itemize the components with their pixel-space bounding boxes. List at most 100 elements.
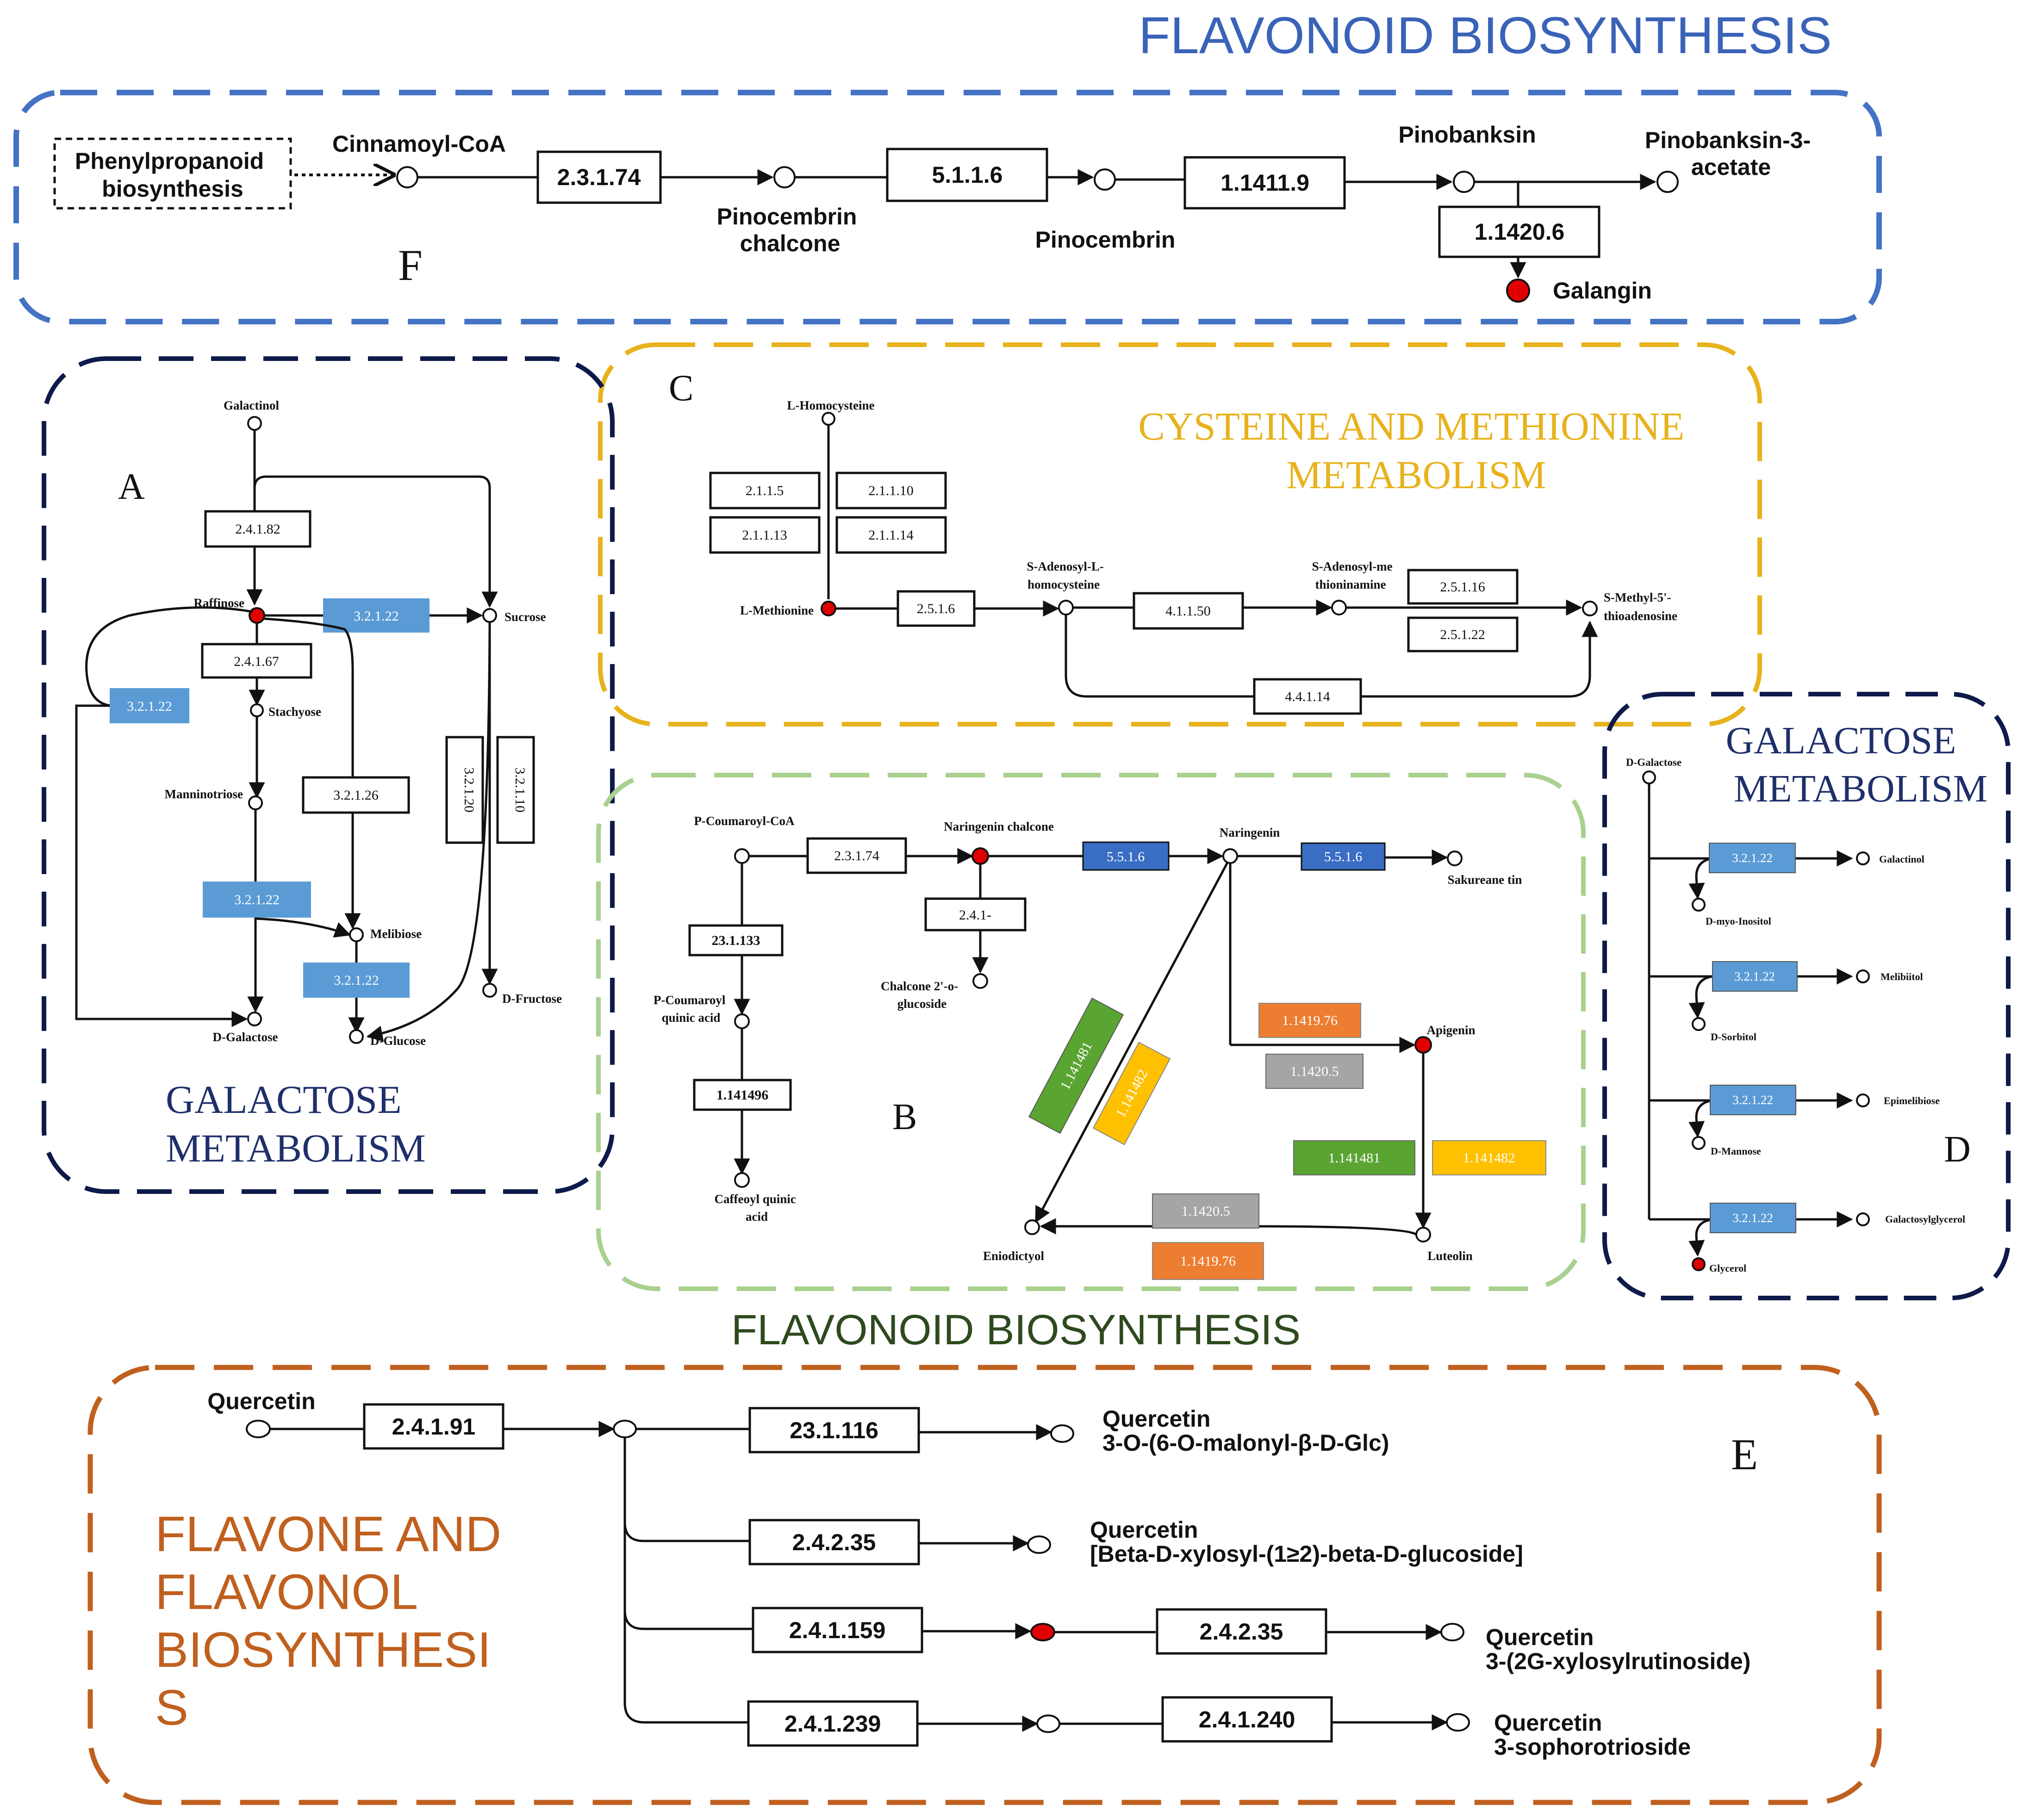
melibiitol-node — [1856, 969, 1870, 983]
q-xylosyl-label-1: Quercetin — [1090, 1517, 1198, 1543]
enzyme-label-2-5-1-16: 2.5.1.16 — [1440, 579, 1485, 595]
sakuranetin-label: Sakureane tin — [1448, 873, 1522, 887]
chalcone-glucoside-label-1: Chalcone 2'-o- — [881, 979, 958, 993]
sam-homocys-label-1: S-Adenosyl-L- — [1027, 559, 1104, 573]
d-fructose-label: D-Fructose — [502, 992, 562, 1006]
apigenin-label: Apigenin — [1426, 1023, 1475, 1037]
caffeoyl-label-1: Caffeoyl quinic — [714, 1192, 796, 1206]
panel-d-title-1: GALACTOSE — [1726, 719, 1956, 762]
panel-e-border — [87, 1365, 1882, 1805]
galactosylglycerol-label: Galactosylglycerol — [1885, 1213, 1965, 1225]
sucrose-a-label: Sucrose — [504, 610, 546, 624]
panel-f: FLAVONOID BIOSYNTHESIS F Phenylpropanoid… — [13, 6, 1882, 324]
enzyme-box-3-2-1-26 — [302, 776, 410, 814]
pinobanksin-acetate-node — [1656, 171, 1679, 193]
svg-text:Quercetin [Beta-D-xylosy: Quercetin [Beta-D-xylosyl-(1≥2)-beta-D-g… — [1090, 1517, 1523, 1567]
q-2g-intermediate-node — [1030, 1623, 1055, 1641]
q-sopho-node — [1446, 1713, 1470, 1732]
caffeoyl-label-2: acid — [746, 1210, 768, 1224]
enzyme-label-5-5-1-6-a: 5.5.1.6 — [1107, 849, 1145, 864]
homocysteine-label: L-Homocysteine — [787, 398, 875, 412]
sakuranetin-node — [1447, 851, 1463, 866]
enzyme-box-2-4-1-159 — [752, 1607, 923, 1653]
enzyme-box-2-5-1-6 — [897, 590, 976, 627]
enzyme-label-2-1-1-5: 2.1.1.5 — [746, 483, 784, 498]
galactinol-d-label: Galactinol — [1879, 853, 1924, 865]
svg-text:Chalcone 2'-o- glucoside: Chalcone 2'-o- glucoside — [881, 979, 961, 1011]
enzyme-label-d-3: 3.2.1.22 — [1732, 1093, 1773, 1107]
enzyme-box-1-1419-76-a — [1258, 1003, 1361, 1038]
manninotriose-node — [248, 795, 263, 810]
panel-b-title: FLAVONOID BIOSYNTHESIS — [731, 1306, 1301, 1354]
panel-d-border — [1602, 692, 2011, 1300]
enzyme-box-2-4-1-82 — [204, 510, 311, 548]
enzyme-box-d-4 — [1710, 1203, 1796, 1233]
quinic-label-2: quinic acid — [662, 1011, 721, 1025]
naringenin-node — [1222, 848, 1238, 864]
enzyme-box-2-1-1-14 — [835, 516, 947, 554]
mannose-label: D-Mannose — [1711, 1145, 1761, 1157]
enzyme-box-2-1-1-10 — [835, 472, 947, 509]
enzyme-box-d-1 — [1709, 843, 1796, 873]
panel-b: B FLAVONOID BIOSYNTHESIS P-Coumaroyl-CoA… — [596, 773, 1586, 1354]
pinobanksin-label: Pinobanksin — [1398, 122, 1536, 148]
enzyme-box-5-5-1-6-b — [1301, 842, 1386, 871]
pinocembrin-label: Pinocembrin — [1035, 227, 1176, 253]
panel-b-letter: B — [892, 1097, 917, 1137]
eriodictyol-node — [1024, 1219, 1040, 1235]
svg-text:S-Methyl-5'- thioadenosi: S-Methyl-5'- thioadenosine — [1604, 590, 1677, 623]
panel-a-border — [42, 356, 615, 1194]
enzyme-label-1-141496: 1.141496 — [716, 1087, 769, 1103]
svg-text:Caffeoyl quinic acid: Caffeoyl quinic acid — [714, 1192, 799, 1224]
enzyme-box-2-4-2-35-a — [748, 1519, 920, 1565]
epimelibiose-node — [1856, 1093, 1870, 1107]
d-galactose-d-label: D-Galactose — [1626, 757, 1681, 768]
enzyme-label-2-1-1-13: 2.1.1.13 — [742, 528, 787, 543]
phenylpropanoid-label-2: biosynthesis — [102, 176, 243, 202]
enzyme-label-d-2: 3.2.1.22 — [1734, 969, 1775, 983]
enzyme-box-1-141481 — [1293, 1140, 1415, 1175]
enzyme-box-1-1411-9 — [1183, 156, 1346, 210]
glycerol-label: Glycerol — [1709, 1262, 1746, 1274]
svg-text:Pinobanksin-3- acetate: Pinobanksin-3- acetate — [1645, 127, 1817, 180]
panel-e-title-2: FLAVONOL — [155, 1564, 417, 1620]
panel-b-border — [596, 773, 1586, 1291]
manninotriose-label: Manninotriose — [164, 787, 243, 801]
enzyme-label-2-1-1-14: 2.1.1.14 — [868, 528, 914, 543]
svg-text:Quercetin 3-sophorotrios: Quercetin 3-sophorotrioside — [1494, 1710, 1691, 1760]
enzyme-box-1-1420-5-b — [1152, 1193, 1259, 1229]
enzyme-box-d-2 — [1712, 961, 1798, 992]
enzyme-box-1-141481-diag — [1028, 997, 1124, 1134]
svg-text:Pinocembrin chalcone: Pinocembrin chalcone — [717, 204, 864, 256]
enzyme-label-3-2-1-22-mid: 3.2.1.22 — [234, 892, 280, 907]
enzyme-box-1-1420-5-a — [1265, 1054, 1364, 1089]
enzyme-box-1-1419-76-b — [1152, 1242, 1264, 1280]
enzyme-label-2-4-1: 2.4.1- — [959, 907, 991, 923]
d-fructose-node — [482, 983, 497, 998]
panel-e-title-1: FLAVONE AND — [155, 1506, 501, 1562]
enzyme-label-1-1420-6: 1.1420.6 — [1475, 219, 1565, 245]
cinnamoyl-label: Cinnamoyl-CoA — [332, 131, 506, 157]
panel-d-letter: D — [1944, 1129, 1971, 1170]
enzyme-label-2-4-2-35-a: 2.4.2.35 — [792, 1529, 876, 1555]
panel-e: E FLAVONE AND FLAVONOL BIOSYNTHESI S Que… — [87, 1365, 1882, 1805]
panel-a-title-1: GALACTOSE — [166, 1077, 402, 1122]
enzyme-box-3-2-1-22-top — [323, 598, 430, 633]
pinobanksin-acetate-label-2: acetate — [1691, 154, 1771, 180]
d-galactose-a-label: D-Galactose — [213, 1030, 278, 1044]
svg-text:Quercetin 3-O-(6-O-malon: Quercetin 3-O-(6-O-malonyl-β-D-Glc) — [1102, 1406, 1389, 1456]
epimelibiose-label: Epimelibiose — [1884, 1095, 1940, 1106]
enzyme-box-2-4-2-35-b — [1156, 1608, 1327, 1655]
enzyme-box-2-4-1 — [924, 897, 1027, 932]
apigenin-node — [1414, 1036, 1432, 1054]
svg-text:S-Adenosyl-L- homocystei: S-Adenosyl-L- homocysteine — [1027, 559, 1107, 591]
enzyme-label-2-1-1-10: 2.1.1.10 — [868, 483, 914, 498]
enzyme-label-3-2-1-20: 3.2.1.20 — [461, 767, 477, 813]
pinobanksin-acetate-label-1: Pinobanksin-3- — [1645, 127, 1811, 153]
q-malonyl-node — [1050, 1424, 1074, 1443]
enzyme-label-23-1-133: 23.1.133 — [712, 933, 760, 948]
enzyme-box-3-2-1-10 — [496, 736, 535, 844]
quinic-node — [734, 1013, 750, 1029]
phenylpropanoid-label-1: Phenylpropanoid — [75, 148, 264, 174]
enzyme-box-5-5-1-6-a — [1082, 841, 1170, 871]
